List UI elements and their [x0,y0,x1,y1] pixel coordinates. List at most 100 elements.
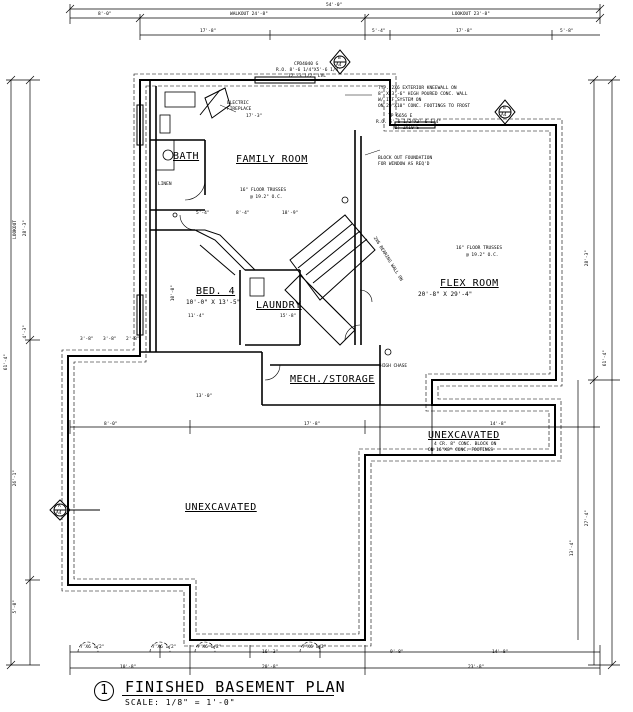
note-floor-trusses-right-oc: @ 19.2" O.C. [466,253,499,258]
footing-outer-dashed [61,73,563,647]
dim-mid-b: 13'-0" [196,394,213,399]
room-label-unexcavated-main: UNEXCAVATED [185,502,257,513]
section-marker-top-right [494,99,516,125]
bottom-dimension-lines [69,645,601,675]
room-label-unexcavated-right: UNEXCAVATED [428,430,500,441]
dim-left-d: 5'-0" [13,600,18,614]
note-kneewall-3: W/ ICF SYSTEM ON [378,98,422,103]
dim-left-mech-a: 3'-8" [80,337,94,342]
dim-top-right: 17'-8" [456,29,473,34]
dim-top-left: 8'-0" [98,12,112,17]
dim-bot-e: 16'-3" [262,650,279,655]
room-label-flex-room: FLEX ROOM [440,278,499,289]
dim-left-c: 26'-1" [13,470,18,487]
dim-left-overall: 61'-4" [4,354,9,371]
note-cpd-window-1: CPD4040 G [294,62,319,67]
note-tp-window-2: R.O. 5'-6 1/2"X3'-6 1/4" [376,120,442,125]
room-label-linen: LINEN [158,182,172,187]
section-marker-top-right-sheet: A4 [501,113,507,118]
note-kneewall-2: 8" X 3'-6" HIGH POURED CONC. WALL [378,92,468,97]
left-dimension-lines [6,75,40,670]
note-tp-window-1: TP 6656 E [388,114,413,119]
bath-fixtures [155,91,196,171]
dim-bot-d: 9'-8" [390,650,404,655]
note-fireplace: FIREPLACE [227,107,252,112]
drawing-scale: SCALE: 1/8" = 1'-0" [125,698,236,707]
note-cpd-window-2: R.O. 8'-6 1/4"X5'-6 1/4" [276,68,342,73]
room-label-family-room: FAMILY ROOM [236,154,308,165]
top-dimension-lines [65,4,605,40]
dim-lookout-top: LOOKOUT 23'-8" [452,12,490,17]
columns [172,196,392,356]
dim-bed-c: 10'-0" [171,285,176,302]
windows [136,76,436,336]
note-electric: ELECTRIC [227,101,249,106]
dim-bot-c: 23'-8" [468,665,485,670]
footing-tag: 7'x6 1/2" [302,645,327,650]
section-marker-left [49,499,100,521]
dim-right-c: 13'-4" [570,540,575,557]
note-kneewall-1: TYP. 2x6 EXTERIOR KNEEWALL ON [378,86,457,91]
footing-tag: 7'x6 1/2" [80,645,105,650]
dim-bed-d: 5'-4" [196,211,210,216]
laundry-appliance [249,277,265,297]
dim-mid-d: 14'-8" [490,422,507,427]
interior-walls [140,80,432,406]
drawing-number: 1 [94,681,114,701]
dim-flex-top: 18'-9" [282,211,299,216]
note-floor-trusses-left: 16" FLOOR TRUSSES [240,188,287,193]
footing-tag: 7'x6 1/2" [152,645,177,650]
section-marker-top-center-label: B [338,56,341,61]
door-swings [179,179,373,381]
dim-bot-b: 20'-8" [262,665,279,670]
footing-tag: 7'x6 1/2" [197,645,222,650]
note-blockout-1: BLOCK OUT FOUNDATION [378,156,433,161]
section-marker-top-center-sheet: A4 [336,63,342,68]
title-underline [122,695,334,696]
room-label-bed4: BED. 4 [196,286,236,297]
bed4-closet [194,229,257,276]
dim-left-b: 4'-3" [23,325,28,339]
dim-bed-b: 15'-8" [280,314,297,319]
section-marker-left-sheet: A4 [56,511,62,516]
dim-right-b: 27'-4" [585,510,590,527]
dim-family-inner: 17'-3" [246,114,263,119]
section-marker-top-right-label: B [503,106,506,111]
dim-mid-c: 17'-8" [304,422,321,427]
note-kneewall-4: ON 20"X10" CONC. FOOTINGS TO FROST [378,104,471,109]
note-floor-trusses-right: 16" FLOOR TRUSSES [456,246,503,251]
dim-bed-a: 11'-4" [188,314,205,319]
dim-top-overall: 54'-0" [326,3,343,8]
note-block-2: ON 16"X8" CONC. FOOTINGS [428,448,494,453]
dim-bot-f: 14'-8" [492,650,509,655]
dim-bot-a: 10'-8" [120,665,137,670]
room-label-bath: BATH [173,151,200,162]
dim-top-family: 17'-8" [200,29,217,34]
note-floor-trusses-left-oc: @ 19.2" O.C. [250,195,283,200]
dim-top-mid: 5'-4" [372,29,386,34]
note-tp-window-3: (2) 2x10's [392,126,420,131]
footing-outline [73,85,551,635]
foundation-outline [67,79,557,641]
dim-mid-a: 8'-0" [104,422,118,427]
right-dimension-lines [577,75,620,670]
drawing-title: FINISHED BASEMENT PLAN [125,678,346,696]
room-label-laundry: LAUNDRY [256,300,302,311]
fireplace [199,87,231,119]
footing-pads [77,641,321,653]
dim-top-right-b: 5'-8" [560,29,574,34]
note-high-chase: HIGH CHASE [380,364,408,369]
dim-right-overall: 61'-4" [603,350,608,367]
dim-left-a: 28'-3" [23,220,28,237]
dim-left-lookout: LOOKOUT [13,220,18,239]
unexcavated-right-walls [379,405,433,455]
section-marker-top-center [329,49,351,75]
stair [284,214,376,346]
bed4-size: 10'-0" X 13'-5" [186,299,241,306]
room-label-mech-storage: MECH./STORAGE [290,374,375,385]
dim-right-a: 28'-3" [585,250,590,267]
section-marker-left-label: A [58,504,61,509]
dim-bed-e: 8'-4" [236,211,250,216]
dim-left-mech-c: 2'-8" [126,337,140,342]
